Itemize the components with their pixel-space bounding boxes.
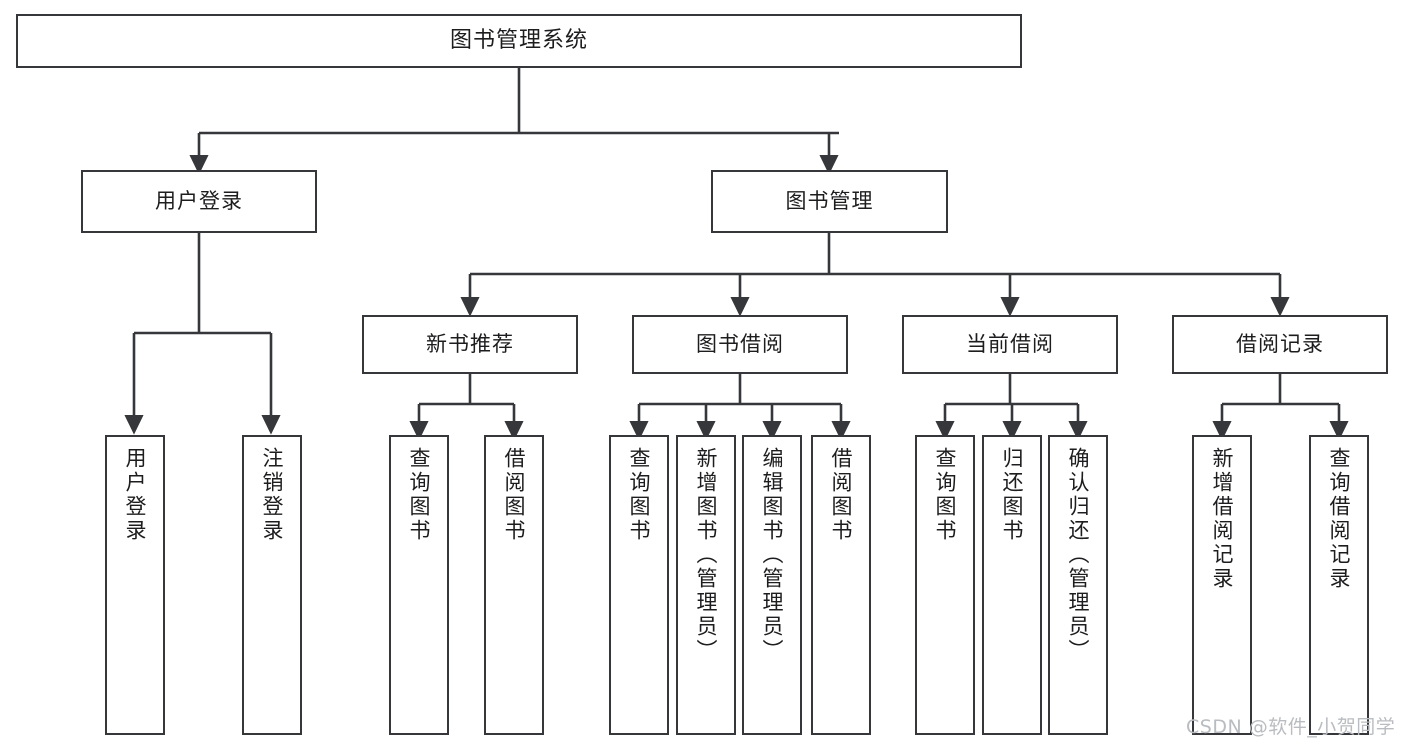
node-label: 注销登录 [260, 447, 285, 543]
leaf-query-book-current[interactable]: 查询图书 [915, 435, 975, 735]
node-label: 当前借阅 [966, 332, 1054, 357]
node-label: 查询图书 [407, 447, 432, 543]
node-label: 编辑图书（管理员） [760, 447, 785, 663]
node-label: 新增借阅记录 [1210, 447, 1235, 591]
leaf-add-book[interactable]: 新增图书（管理员） [676, 435, 736, 735]
node-book-borrow[interactable]: 图书借阅 [632, 315, 848, 374]
leaf-borrow-book[interactable]: 借阅图书 [811, 435, 871, 735]
leaf-add-borrow-record[interactable]: 新增借阅记录 [1192, 435, 1252, 735]
leaf-query-book-borrow[interactable]: 查询图书 [609, 435, 669, 735]
node-label: 新增图书（管理员） [694, 447, 719, 663]
node-label: 用户登录 [123, 447, 148, 543]
node-current-borrow[interactable]: 当前借阅 [902, 315, 1118, 374]
node-label: 图书借阅 [696, 332, 784, 357]
leaf-return-book[interactable]: 归还图书 [982, 435, 1042, 735]
node-label: 确认归还（管理员） [1066, 447, 1091, 663]
node-user-login[interactable]: 用户登录 [81, 170, 317, 233]
leaf-query-book-recommend[interactable]: 查询图书 [389, 435, 449, 735]
node-label: 查询借阅记录 [1327, 447, 1352, 591]
leaf-user-login[interactable]: 用户登录 [105, 435, 165, 735]
leaf-borrow-book-recommend[interactable]: 借阅图书 [484, 435, 544, 735]
leaf-edit-book[interactable]: 编辑图书（管理员） [742, 435, 802, 735]
node-label: 图书管理 [785, 189, 874, 214]
csdn-watermark: CSDN @软件_小贺同学 [1186, 716, 1396, 738]
node-label: 查询图书 [933, 447, 958, 543]
node-borrow-record[interactable]: 借阅记录 [1172, 315, 1388, 374]
node-label: 用户登录 [155, 189, 243, 214]
node-label: 新书推荐 [426, 332, 514, 357]
leaf-query-borrow-record[interactable]: 查询借阅记录 [1309, 435, 1369, 735]
node-new-book-recommend[interactable]: 新书推荐 [362, 315, 578, 374]
node-label: 归还图书 [1000, 447, 1025, 543]
node-label: 图书管理系统 [449, 28, 588, 54]
node-label: 借阅图书 [502, 447, 527, 543]
node-book-management[interactable]: 图书管理 [711, 170, 948, 233]
leaf-confirm-return[interactable]: 确认归还（管理员） [1048, 435, 1108, 735]
node-label: 借阅记录 [1236, 332, 1324, 357]
leaf-logout-login[interactable]: 注销登录 [242, 435, 302, 735]
node-label: 查询图书 [627, 447, 652, 543]
node-root-book-management-system[interactable]: 图书管理系统 [16, 14, 1022, 68]
node-label: 借阅图书 [829, 447, 854, 543]
